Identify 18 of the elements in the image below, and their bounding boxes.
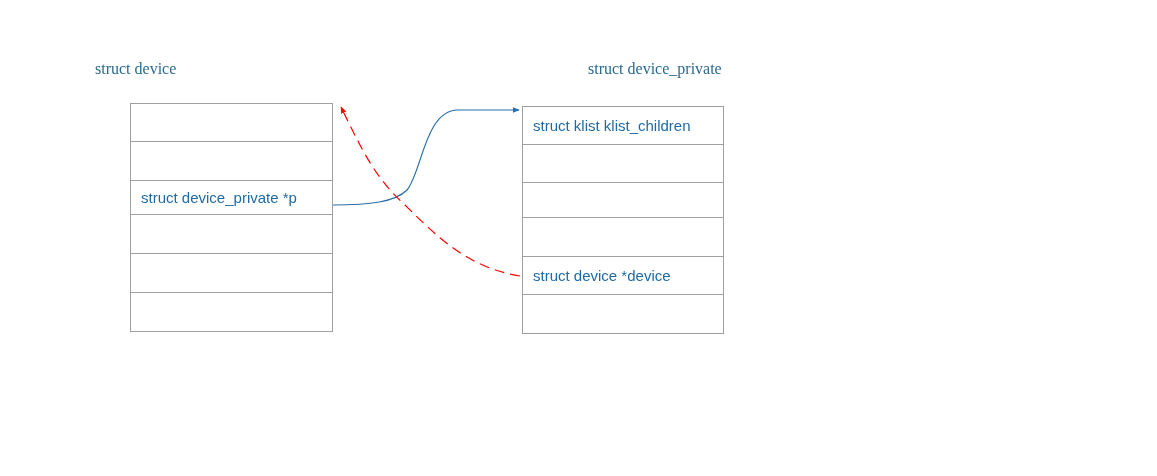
struct-title: struct device_private — [588, 60, 722, 78]
arrow — [332, 107, 520, 206]
empty-cell — [522, 182, 724, 218]
struct-title: struct device — [95, 60, 177, 78]
field-cell: struct device_private *p — [130, 180, 333, 215]
empty-cell — [130, 253, 333, 293]
empty-cell — [130, 141, 333, 181]
field-cell: struct klist klist_children — [522, 106, 724, 145]
empty-cell — [522, 294, 724, 334]
empty-cell — [130, 214, 333, 254]
struct-layout — [95, 60, 333, 332]
empty-cell — [522, 217, 724, 257]
empty-cell — [130, 292, 333, 332]
dashed-arrow — [340, 106, 521, 277]
empty-cell — [130, 103, 333, 142]
struct-layout — [522, 60, 724, 334]
field-cell: struct device *device — [522, 256, 724, 295]
empty-cell — [522, 144, 724, 183]
